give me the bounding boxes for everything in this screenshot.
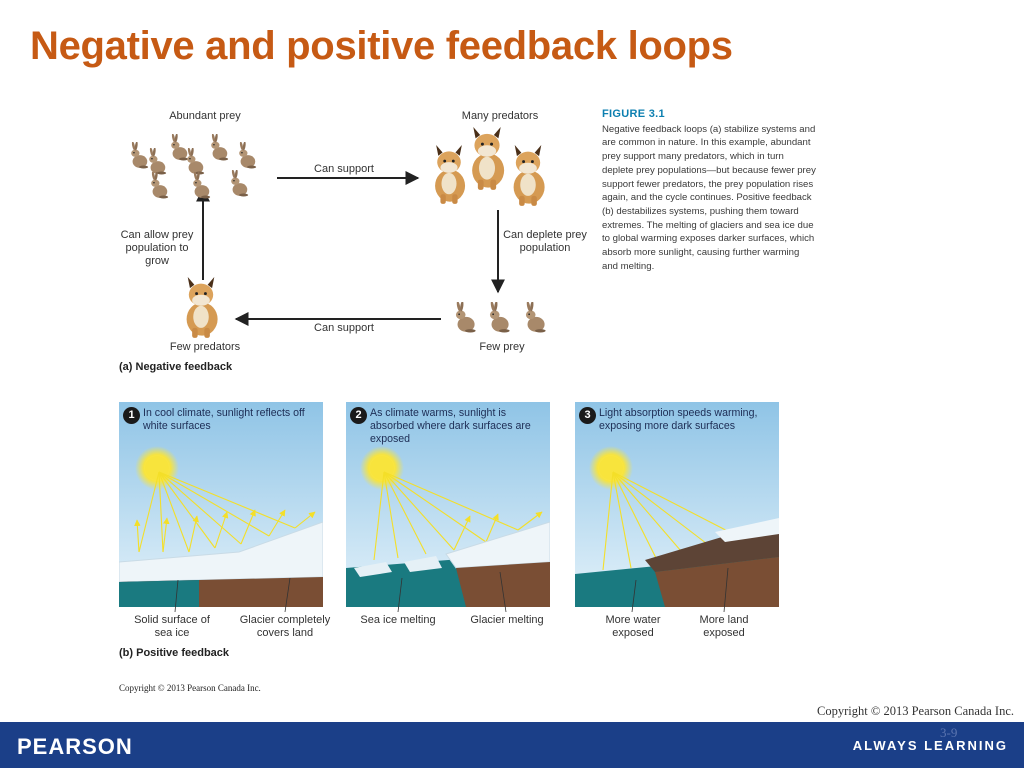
pearson-logo: PEARSON xyxy=(17,734,133,759)
arrow-bottom-label: Can support xyxy=(314,322,374,334)
node-few-prey-label: Few prey xyxy=(479,341,525,353)
arrow-right-label: Can deplete prey population xyxy=(503,229,587,254)
step-2-text: As climate warms, sunlight is absorbed w… xyxy=(370,407,531,445)
positive-feedback-caption: (b) Positive feedback xyxy=(119,647,230,659)
step-1-text: In cool climate, sunlight reflects off w… xyxy=(143,407,305,432)
step-3-badge: 3 xyxy=(579,407,596,424)
step-3-text: Light absorption speeds warming, exposin… xyxy=(599,407,758,432)
node-few-predators-label: Few predators xyxy=(169,341,241,353)
panel-1-label-left: Solid surface of sea ice xyxy=(134,614,210,639)
always-learning-tagline: ALWAYS LEARNING xyxy=(852,738,1008,753)
step-2-badge: 2 xyxy=(350,407,367,424)
panel-3-label-right: More land exposed xyxy=(699,614,749,639)
figure-copyright: Copyright © 2013 Pearson Canada Inc. xyxy=(119,683,261,693)
panel-3-label-left: More water exposed xyxy=(605,614,661,639)
positive-feedback-panel-2: 2 As climate warms, sunlight is absorbed… xyxy=(346,402,550,607)
figure-label: FIGURE 3.1 xyxy=(602,108,665,120)
negative-feedback-caption: (a) Negative feedback xyxy=(119,361,233,373)
footer-bar xyxy=(0,722,1024,768)
slide-title: Negative and positive feedback loops xyxy=(30,24,733,68)
panel-1-label-right: Glacier completely covers land xyxy=(239,614,331,639)
arrow-top-label: Can support xyxy=(314,163,374,175)
step-1-badge: 1 xyxy=(123,407,140,424)
feedback-arrows xyxy=(196,171,505,326)
figure-caption-text: Negative feedback loops (a) stabilize sy… xyxy=(602,123,816,272)
positive-feedback-panel-1: 1 In cool climate, sunlight reflects off… xyxy=(119,402,323,607)
panel-2-label-right: Glacier melting xyxy=(470,614,544,626)
node-many-predators-label: Many predators xyxy=(461,110,539,122)
slide-number: 3-9 xyxy=(940,725,958,740)
arrow-left-label: Can allow prey population to grow xyxy=(120,229,194,267)
panel-2-label-left: Sea ice melting xyxy=(360,614,436,626)
panel-leader-lines xyxy=(174,567,729,613)
node-abundant-prey-label: Abundant prey xyxy=(169,110,241,122)
figure-caption: FIGURE 3.1 Negative feedback loops (a) s… xyxy=(602,108,817,273)
slide-copyright: Copyright © 2013 Pearson Canada Inc. xyxy=(817,704,1014,718)
positive-feedback-panel-3: 3 Light absorption speeds warming, expos… xyxy=(575,402,779,607)
